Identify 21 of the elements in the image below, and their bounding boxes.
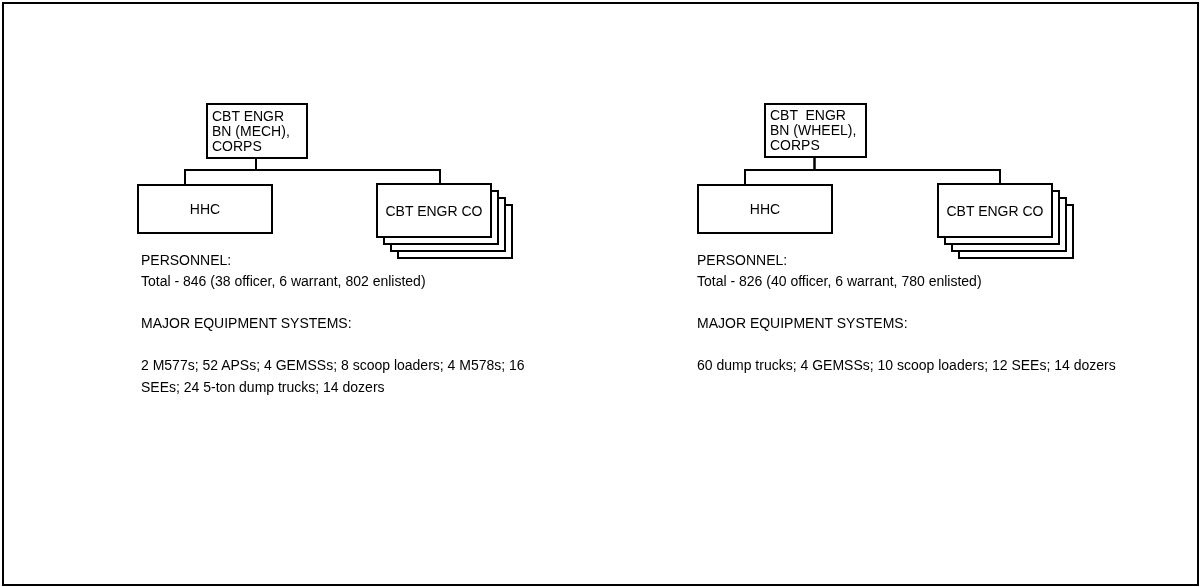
org-unit-box: [697, 184, 833, 234]
org-chart-connector: [813, 157, 1001, 184]
unit-name: CBT ENGR CO: [385, 204, 483, 219]
unit-name: HHC: [749, 201, 781, 217]
org-unit-box: [937, 183, 1053, 238]
unit-name: CBT ENGR BN (WHEEL), CORPS: [770, 108, 858, 153]
heading: MAJOR EQUIPMENT SYSTEMS:: [697, 314, 908, 333]
personnel-total: Total - 846 (38 officer, 6 warrant, 802 enlisted): [141, 272, 426, 291]
heading: PERSONNEL:: [697, 251, 788, 270]
personnel-total: Total - 826 (40 officer, 6 warrant, 780 enlisted): [697, 272, 982, 291]
org-unit-box: [137, 184, 273, 234]
equipment-list: 60 dump trucks; 4 GEMSSs; 10 scoop loaders; 12 SEEs; 14 dozers: [697, 354, 1117, 376]
org-unit-box: [764, 103, 867, 158]
org-unit-box: [376, 183, 492, 238]
unit-name: CBT ENGR BN (MECH), CORPS: [212, 108, 291, 154]
unit-name: CBT ENGR CO: [946, 204, 1044, 219]
heading: PERSONNEL:: [141, 251, 232, 270]
heading: MAJOR EQUIPMENT SYSTEMS:: [141, 314, 352, 333]
org-unit-box: [206, 103, 308, 159]
unit-name: HHC: [189, 201, 221, 217]
equipment-list: 2 M577s; 52 APSs; 4 GEMSSs; 8 scoop loaders; 4 M578s; 16 SEEs; 24 5-ton dump trucks; 14 dozers: [141, 354, 561, 398]
